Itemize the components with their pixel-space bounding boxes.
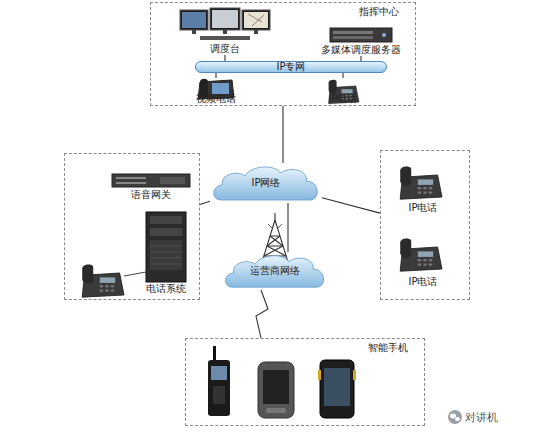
watermark-icon	[448, 410, 462, 424]
dispatch-monitors-part	[200, 36, 250, 40]
smartphone-icon-part	[320, 360, 354, 418]
dispatch-monitors-part	[212, 10, 238, 28]
group-box: 语音网关电话系统	[64, 153, 200, 300]
device-node: 语音网关	[108, 170, 194, 201]
network-cloud: IP网络	[210, 163, 322, 203]
rack-icon-part	[150, 216, 182, 224]
dispatch-monitors-part	[210, 8, 240, 30]
connector	[224, 55, 225, 61]
connector	[360, 56, 361, 61]
rugged-phone-icon-part	[266, 408, 286, 413]
voice-gateway-icon-part	[116, 182, 146, 184]
ip-phone-icon	[400, 238, 442, 271]
node-label: IP专网	[196, 61, 386, 73]
watermark-icon-part	[450, 414, 456, 419]
walkie-talkie-icon-part	[213, 386, 225, 404]
smartphone-icon-part	[318, 370, 321, 380]
radio-tower	[262, 213, 288, 262]
server-icon-part	[333, 31, 373, 34]
rugged-phone-icon	[258, 362, 294, 418]
ip-phone-icon	[400, 166, 442, 199]
radio-tower-part	[268, 224, 282, 228]
device-node: 电话系统	[136, 208, 196, 295]
device-node: 调度台	[175, 5, 275, 55]
rugged-phone-icon-part	[258, 362, 294, 418]
server-icon-part	[382, 33, 386, 37]
smartphone-icon-part	[353, 370, 356, 380]
node-label: 智能手机	[368, 342, 408, 354]
node-label: IP电话	[318, 93, 368, 105]
node-label: IP电话	[392, 276, 454, 288]
dispatch-monitors-part	[244, 12, 268, 28]
dispatch-monitors	[180, 8, 270, 40]
watermark-icon-part	[448, 410, 462, 424]
rack-icon-part	[146, 212, 186, 282]
voice-gateway-icon-part	[116, 177, 146, 179]
voice-gateway-icon-part	[112, 174, 190, 187]
node-label: 指挥中心	[359, 6, 399, 18]
dispatch-monitors-part	[248, 14, 264, 26]
voice-gateway-icon-part	[160, 177, 185, 184]
device-node: IP电话	[392, 160, 454, 214]
node-label: IP电话	[392, 202, 454, 214]
device-node: 多媒体调度服务器	[314, 26, 408, 56]
watermark-text: 对讲机	[465, 411, 498, 424]
rack-icon-part	[150, 240, 182, 270]
radio-tower-part	[264, 236, 286, 256]
connector	[215, 73, 216, 78]
smartphone-icon	[318, 360, 356, 418]
rack-icon-part	[150, 246, 182, 264]
voice-gateway-icon	[112, 174, 190, 187]
device-node: IP电话	[392, 232, 454, 288]
dispatch-monitors-part	[182, 12, 206, 28]
connector	[200, 201, 210, 204]
node-label: 语音网关	[108, 189, 194, 201]
node-label: 多媒体调度服务器	[314, 44, 408, 56]
left-phone-icon	[82, 264, 124, 297]
dispatch-monitors-part	[254, 30, 258, 34]
watermark-icon-part	[455, 417, 460, 421]
node-label: IP网络	[210, 177, 322, 189]
server-icon	[330, 28, 392, 42]
phone-wire	[124, 272, 146, 276]
dispatch-monitors-part	[180, 10, 208, 30]
device-node: IP电话	[318, 78, 368, 105]
rugged-phone-icon-part	[263, 370, 289, 404]
group-box: 指挥中心调度台 多媒体调度服务器 IP专网视频电话 IP电话	[150, 2, 416, 106]
dispatch-monitors-part	[223, 30, 227, 34]
walkie-talkie-icon-part	[213, 346, 216, 362]
group-box: 智能手机	[185, 338, 425, 426]
video-phone-icon-part	[212, 83, 229, 94]
dispatch-monitors-part	[192, 30, 196, 34]
server-icon-part	[333, 36, 373, 39]
group-box: IP电话 IP电话	[380, 150, 470, 300]
rack-icon-part	[150, 228, 182, 236]
connector	[282, 106, 283, 163]
rack-icon	[146, 212, 186, 282]
walkie-talkie-icon-part	[208, 360, 230, 416]
connector	[322, 198, 380, 213]
connector	[256, 290, 268, 338]
server-icon-part	[330, 28, 392, 42]
node-label: 调度台	[175, 43, 275, 55]
radio-tower-part	[264, 236, 286, 256]
dispatch-monitors-part	[242, 10, 270, 30]
walkie-talkie-icon	[208, 346, 230, 416]
network-bar: IP专网	[195, 61, 387, 73]
node-label: 运营商网络	[222, 265, 328, 277]
node-label: 电话系统	[136, 283, 196, 295]
network-cloud: 运营商网络	[222, 252, 328, 290]
connector	[287, 203, 288, 252]
device-node: 视频电话	[188, 78, 244, 105]
walkie-talkie-icon-part	[211, 366, 227, 380]
connector	[342, 73, 343, 78]
smartphone-icon-part	[324, 368, 350, 406]
node-label: 视频电话	[188, 93, 244, 105]
